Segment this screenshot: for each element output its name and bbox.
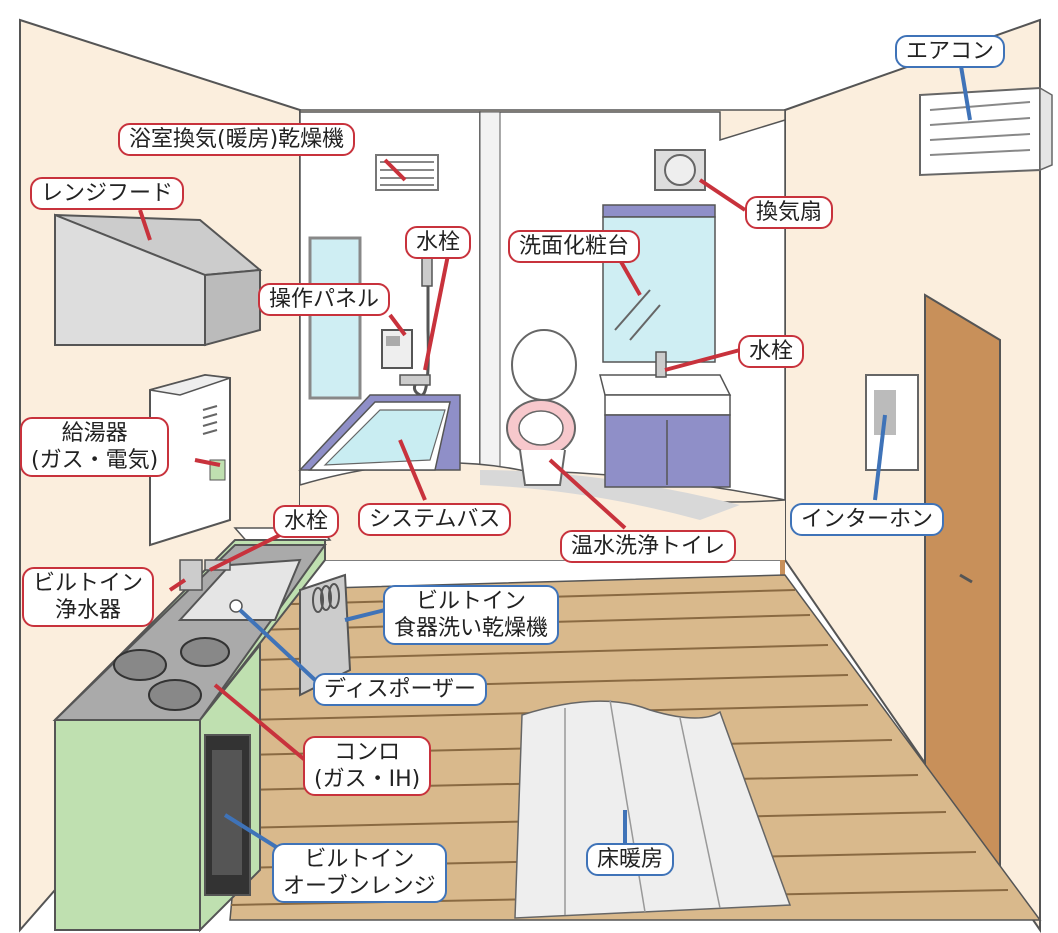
label-oven-line1: ビルトイン bbox=[304, 847, 415, 872]
aircon-unit bbox=[919, 86, 1041, 177]
label-washlet: 温水洗浄トイレ bbox=[560, 530, 737, 563]
label-stove-line2: (ガス・IH) bbox=[314, 767, 421, 792]
label-aircon: エアコン bbox=[895, 35, 1006, 68]
label-water-heater: 給湯器 (ガス・電気) bbox=[20, 417, 170, 477]
label-water-heater-line2: (ガス・電気) bbox=[31, 448, 159, 473]
label-intercom: インターホン bbox=[790, 503, 945, 536]
burner bbox=[180, 637, 230, 667]
vanity-top bbox=[602, 204, 716, 218]
label-vent-fan: 換気扇 bbox=[745, 196, 834, 229]
label-faucet-vanity: 水栓 bbox=[738, 335, 805, 368]
label-system-bath: システムバス bbox=[358, 503, 512, 536]
partition bbox=[479, 111, 501, 473]
vanity-faucet bbox=[655, 351, 667, 378]
vanity-basin bbox=[599, 374, 732, 396]
label-water-purifier-line1: ビルトイン bbox=[33, 571, 144, 596]
bath-window bbox=[308, 236, 362, 400]
label-floor-heating: 床暖房 bbox=[586, 843, 675, 876]
label-control-panel: 操作パネル bbox=[258, 283, 391, 316]
label-water-purifier: ビルトイン 浄水器 bbox=[22, 567, 155, 627]
control-panel bbox=[381, 329, 413, 369]
sink bbox=[177, 558, 302, 621]
label-stove: コンロ (ガス・IH) bbox=[303, 736, 432, 796]
bath-faucet bbox=[399, 374, 431, 386]
label-water-heater-line1: 給湯器 bbox=[61, 421, 128, 446]
label-dishwasher-line2: 食器洗い乾燥機 bbox=[394, 616, 549, 641]
burner bbox=[148, 679, 202, 711]
label-stove-line1: コンロ bbox=[334, 740, 401, 765]
label-dishwasher-line1: ビルトイン bbox=[416, 589, 527, 614]
label-range-hood: レンジフード bbox=[30, 177, 185, 210]
label-dishwasher: ビルトイン 食器洗い乾燥機 bbox=[383, 585, 560, 645]
label-oven-line2: オーブンレンジ bbox=[283, 874, 436, 899]
label-water-purifier-line2: 浄水器 bbox=[55, 598, 122, 623]
label-washbasin: 洗面化粧台 bbox=[508, 230, 641, 263]
label-disposer: ディスポーザー bbox=[313, 673, 488, 706]
label-oven: ビルトイン オーブンレンジ bbox=[272, 843, 447, 903]
toilet-lid bbox=[511, 329, 577, 401]
burner bbox=[113, 649, 167, 681]
floor-heating-panel bbox=[514, 700, 792, 919]
label-faucet-kitchen: 水栓 bbox=[273, 505, 340, 538]
label-faucet-bath: 水栓 bbox=[405, 226, 472, 259]
water-purifier bbox=[179, 559, 203, 591]
label-bath-dryer: 浴室換気(暖房)乾燥機 bbox=[118, 123, 356, 156]
